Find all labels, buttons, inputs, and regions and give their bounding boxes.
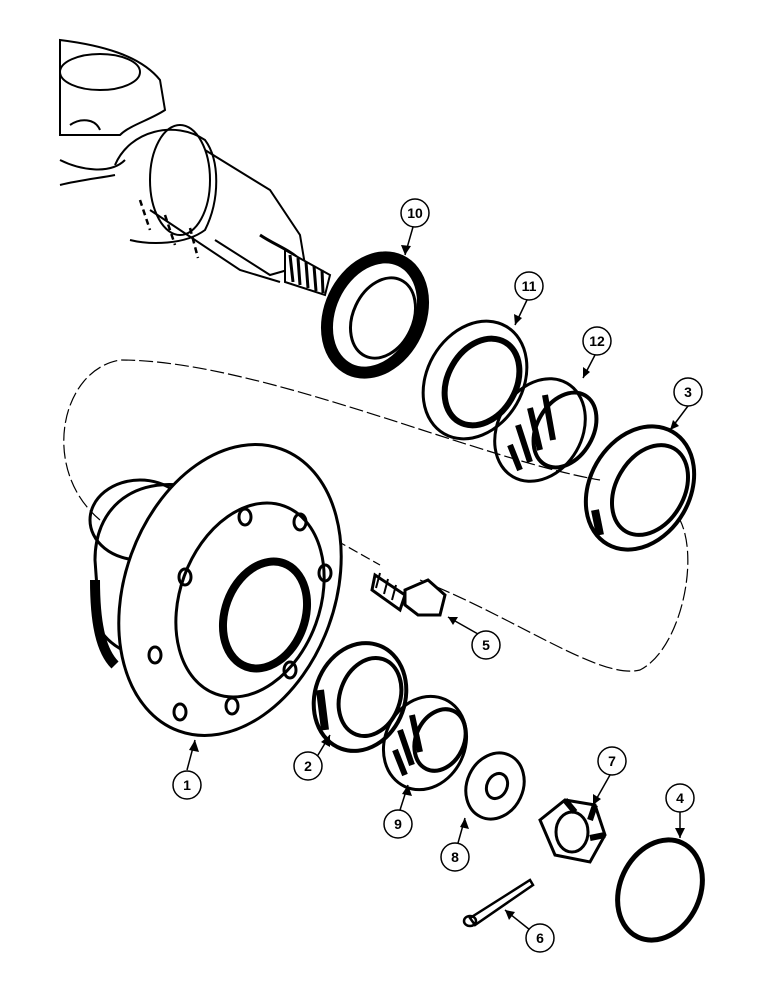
callout-10: 10 (400, 198, 430, 228)
assembly-phantom-line (63, 359, 689, 672)
outer-bearing-cup-part (583, 424, 697, 552)
callout-4: 4 (665, 783, 695, 813)
callout-7-label: 7 (608, 753, 616, 769)
callout-4-label: 4 (676, 790, 684, 806)
callout-3: 3 (673, 377, 703, 407)
hub-part (88, 443, 343, 737)
spindle-knuckle (59, 38, 332, 297)
outer-bearing-cone-part (381, 694, 469, 792)
callout-6: 6 (525, 923, 555, 953)
cotter-pin-part (462, 878, 535, 928)
spindle-thread (284, 248, 332, 297)
callout-1: 1 (172, 770, 202, 800)
wheel-bolt-part (370, 572, 447, 617)
callout-2-label: 2 (304, 758, 312, 774)
callout-12-label: 12 (589, 333, 605, 349)
callout-10-label: 10 (407, 205, 423, 221)
callout-12: 12 (582, 326, 612, 356)
callout-11: 11 (514, 271, 544, 301)
callout-5: 5 (471, 630, 501, 660)
inner-bearing-cone-part (493, 377, 599, 483)
callout-8-label: 8 (451, 849, 459, 865)
leader-arrowheads (189, 245, 685, 920)
hub-bolt-holes (147, 507, 333, 722)
callout-6-label: 6 (536, 930, 544, 946)
callout-11-label: 11 (522, 278, 537, 294)
castle-nut-part (538, 798, 607, 864)
callout-9: 9 (383, 809, 413, 839)
callout-2: 2 (293, 751, 323, 781)
hub-cap-part (615, 837, 705, 943)
seal-part (320, 251, 430, 379)
callout-8: 8 (440, 842, 470, 872)
callout-7: 7 (597, 746, 627, 776)
callout-5-label: 5 (482, 637, 490, 653)
callout-3-label: 3 (684, 384, 692, 400)
callout-9-label: 9 (394, 816, 402, 832)
inner-bearing-cup-part (311, 641, 409, 753)
washer-part (464, 751, 526, 821)
callout-1-label: 1 (183, 777, 191, 793)
